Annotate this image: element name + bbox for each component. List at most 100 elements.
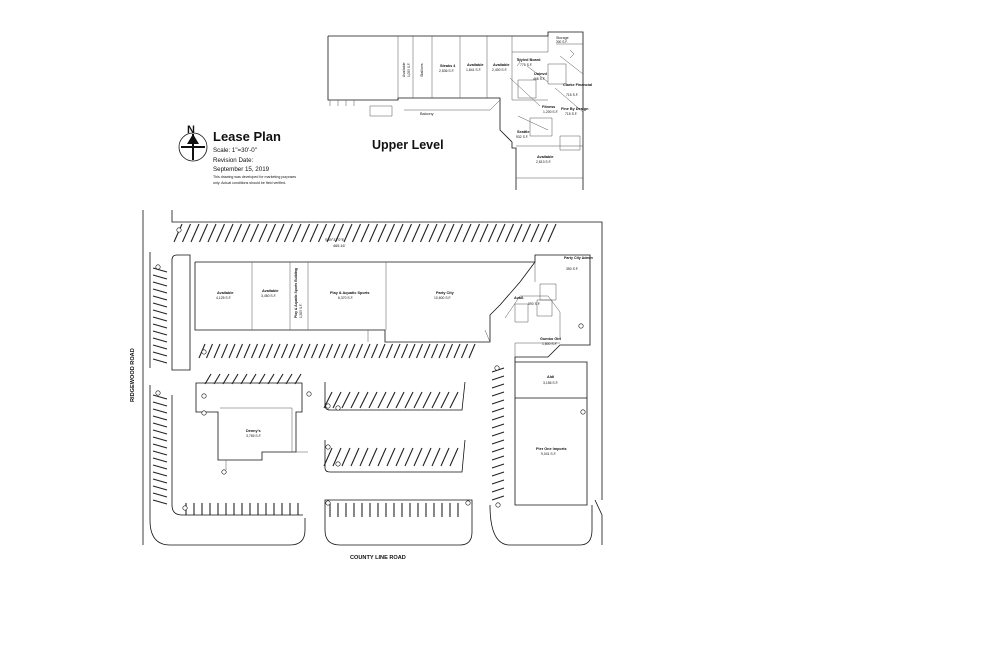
parking-stall-line [395, 391, 405, 409]
parking-stall-line [152, 415, 168, 421]
parking-stall-line [513, 223, 523, 243]
plan-scale: Scale: 1"=30'-0" [213, 147, 257, 154]
parking-stall-line [393, 343, 401, 359]
parking-stall-line [310, 343, 319, 359]
unit-area: 775 S.F. [520, 63, 532, 67]
parking-stall-line [318, 343, 326, 359]
parking-stall-line [341, 391, 351, 409]
upper-unit-fine-design: Fine By Design 715 S.F. [561, 107, 589, 116]
parking-stall-line [491, 423, 505, 429]
site-marker [495, 502, 501, 508]
parking-stall-line [470, 223, 481, 243]
unit-name: Available [537, 155, 554, 159]
upper-unit-available-4: Available 2,813 S.F. [536, 155, 554, 164]
title-block: N Lease Plan Scale: 1"=30'-0" Revision D… [178, 124, 296, 185]
site-marker [182, 505, 188, 511]
upper-unit-styled-board: Styled Board 775 S.F. [517, 58, 541, 67]
parking-stall-line [267, 373, 275, 385]
unit-name: Available [467, 63, 484, 67]
unit-name: Available [493, 63, 510, 67]
parking-stall-line [363, 343, 371, 359]
parking-stall-line [491, 383, 505, 389]
parking-stall-line [440, 391, 450, 409]
parking-stall-line [152, 394, 168, 400]
parking-stall-line [323, 391, 333, 409]
parking-stall-line [152, 422, 168, 428]
parking-stall-line [491, 439, 505, 445]
parking-stall-line [491, 463, 505, 469]
parking-stall-line [343, 223, 353, 243]
parking-stall-line [348, 343, 356, 359]
county-line-road-label: COUNTY LINE ROAD [350, 555, 406, 561]
site-marker [580, 409, 586, 415]
unit-name: Available [262, 289, 279, 293]
parking-stall-line [423, 343, 431, 359]
parking-stall-line [394, 223, 404, 243]
unit-name: Fitness [542, 105, 555, 109]
unit-name: Play & Aquatic Sports Building [294, 268, 298, 318]
parking-stall-line [215, 223, 226, 243]
site-marker [155, 390, 161, 396]
parking-stall-line [152, 281, 168, 287]
unit-name: Pier One Imports [536, 447, 567, 451]
site-plan: S89°31'0"E 465.16' Available 4,125 S.F. … [130, 210, 603, 561]
parking-stall-line [341, 447, 351, 467]
unit-dd: 890 S.F. [528, 302, 540, 306]
parking-stall-line [538, 223, 549, 243]
unit-name: Styled Board [517, 58, 541, 62]
parking-stall-line [377, 223, 387, 243]
parking-stall-line [378, 343, 386, 359]
parking-stall-line [190, 223, 200, 243]
parking-stall-line [173, 223, 183, 243]
parking-stall-line [422, 447, 432, 467]
parking-stall-line [152, 337, 168, 343]
parking-stall-line [350, 447, 360, 467]
parking-stall-line [249, 373, 257, 385]
parking-stall-line [152, 499, 168, 505]
upper-unit-steaks: Steaks 4 2,836 S.F. [439, 64, 456, 73]
unit-area: 1,055 S.F. [407, 63, 411, 77]
parking-stall-line [479, 223, 489, 243]
parking-stall-line [350, 391, 360, 409]
parking-stall-line [323, 447, 333, 467]
upper-level-plan: Upper Level Balcony Available 1,055 S.F.… [327, 31, 592, 190]
parking-stall-line [430, 343, 439, 359]
balcony-label: Balcony [420, 112, 434, 116]
parking-stall-line [152, 443, 168, 449]
parking-stall-line [228, 343, 236, 359]
unit-area: 4,125 S.F. [216, 296, 231, 300]
parking-stall-line [152, 478, 168, 484]
parking-stall-line [359, 391, 369, 409]
unit-avail-small: Avail. [514, 296, 524, 300]
parking-stall-line [152, 429, 168, 435]
parking-stall-line [288, 343, 296, 359]
parking-stall-line [295, 343, 304, 359]
parking-stall-line [491, 407, 505, 413]
parking-stall-line [309, 223, 319, 243]
parking-stall-line [280, 343, 289, 359]
upper-unit-available-1: Available 1,055 S.F. [402, 62, 411, 77]
parking-stall-line [491, 431, 505, 437]
unit-area: 350 S.F. [566, 267, 578, 271]
unit-aldi: Aldi 3,156 S.F. [543, 375, 558, 385]
parking-stall-line [303, 343, 311, 359]
parking-stall-line [462, 223, 472, 243]
unit-name: Aldi [547, 375, 554, 379]
parking-stall-line [294, 373, 302, 385]
parking-stall-line [152, 295, 168, 301]
disclaimer-line-2: only. Actual conditions should be field … [213, 181, 286, 185]
parking-stall-line [404, 391, 414, 409]
parking-stall-line [436, 223, 447, 243]
parking-stall-line [152, 309, 168, 315]
unit-name: Uninvd [534, 72, 548, 76]
parking-stall-line [232, 223, 243, 243]
north-arrow-icon [178, 132, 208, 162]
parking-stall-line [377, 391, 387, 409]
unit-area: 715 S.F. [565, 112, 577, 116]
parking-stall-line [449, 447, 459, 467]
upper-unit-clarke: Clarke Financial 715 S.F. [563, 83, 592, 97]
parking-stall-line [413, 391, 423, 409]
unit-play-aquatic: Play & Aquatic Sports 6,370 S.F. [330, 291, 370, 300]
unit-name: Steaks 4 [440, 64, 456, 68]
parking-stall-line [152, 274, 168, 280]
